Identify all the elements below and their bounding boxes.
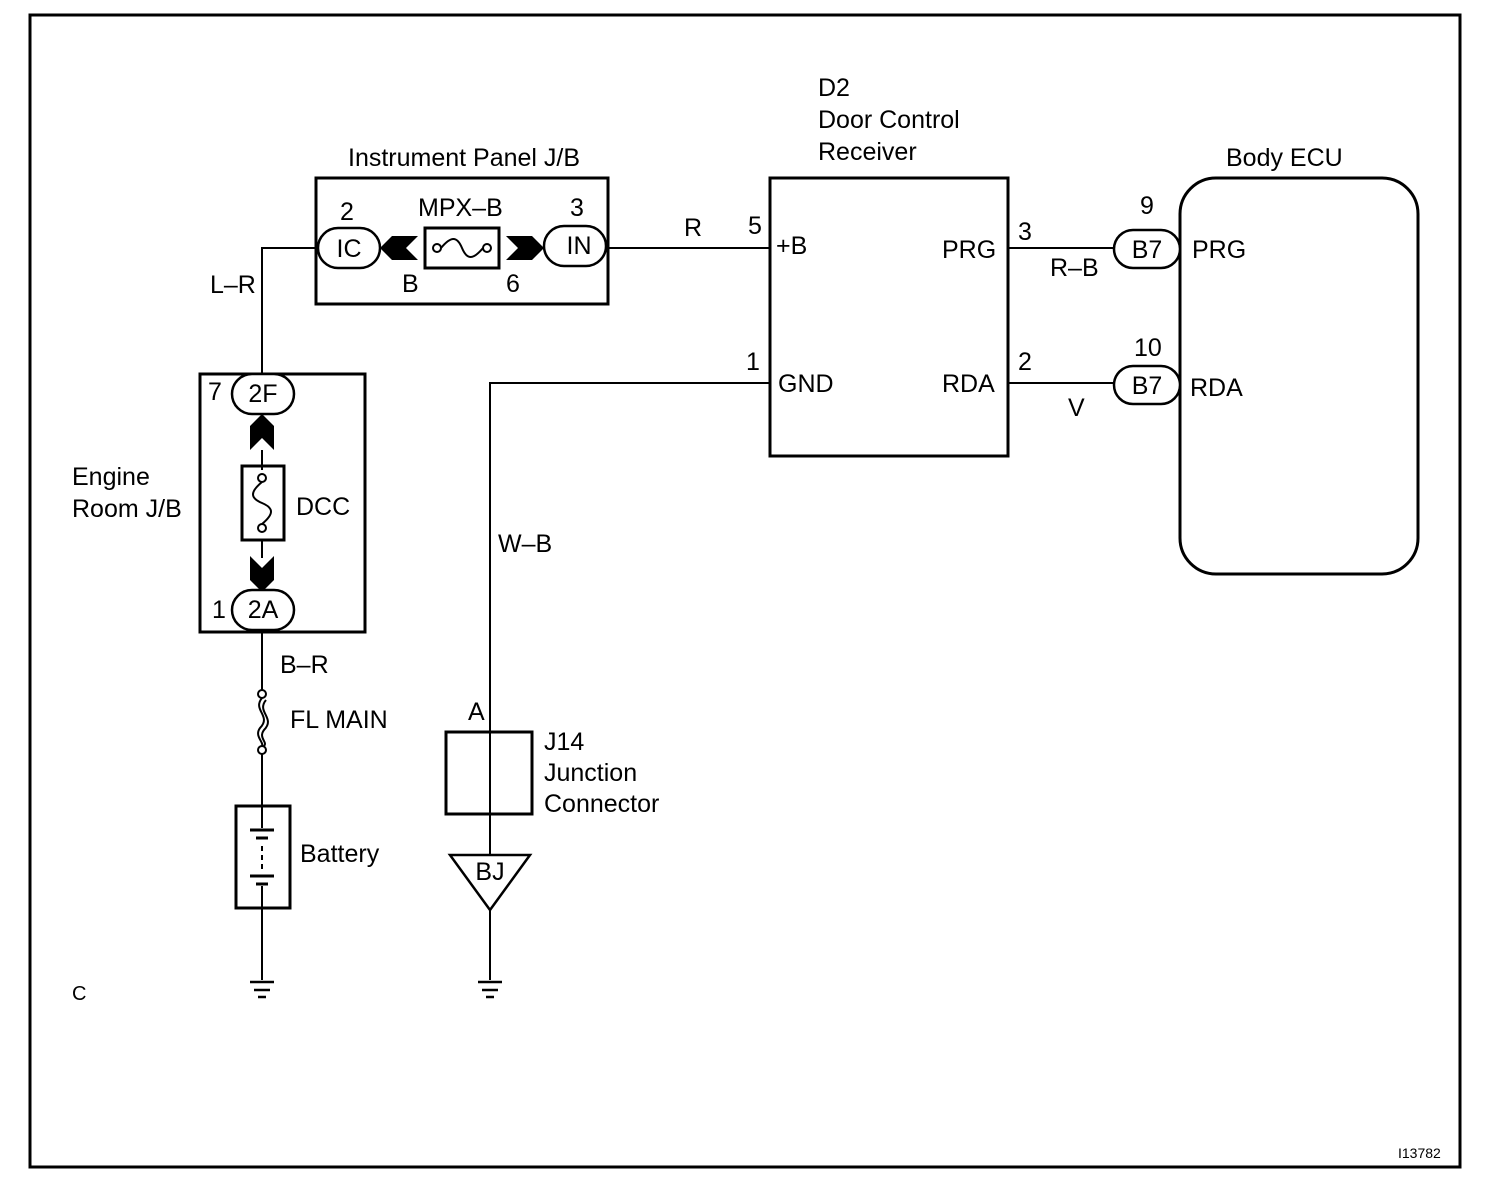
dcr-pin-5: 5 bbox=[748, 212, 762, 240]
connector-2f bbox=[230, 372, 296, 416]
body-ecu: Body ECU 9 B7 PRG 10 B7 RDA bbox=[1112, 144, 1420, 576]
figure-id: I13782 bbox=[1398, 1145, 1441, 1161]
connector-2f-label: 2F bbox=[248, 380, 277, 408]
connector-b7-prg-label: B7 bbox=[1132, 236, 1163, 264]
wire-label-r-b: R–B bbox=[1050, 254, 1099, 282]
door-control-receiver: D2 Door Control Receiver 5 +B 1 GND 3 PR… bbox=[746, 74, 1032, 458]
wire-label-w-b: W–B bbox=[498, 530, 552, 558]
fl-main-fusible-link: FL MAIN bbox=[257, 689, 388, 755]
wire-w-b bbox=[489, 382, 770, 855]
junction-connector-label-2: Junction bbox=[544, 759, 637, 787]
erjb-top-terminal bbox=[250, 414, 274, 450]
connector-2a-label: 2A bbox=[248, 596, 279, 624]
dcr-term-gnd: GND bbox=[778, 370, 834, 398]
ground-symbol-battery bbox=[250, 980, 274, 999]
ipjb-label-b: B bbox=[402, 270, 419, 298]
ground-symbol-bj bbox=[478, 980, 502, 999]
mpx-b-fuse-box bbox=[423, 226, 501, 270]
dcr-term-plus-b: +B bbox=[776, 232, 807, 260]
dcr-term-prg: PRG bbox=[942, 236, 996, 264]
connector-b7-rda bbox=[1112, 364, 1182, 406]
body-ecu-title: Body ECU bbox=[1226, 144, 1343, 172]
wire-l-r bbox=[261, 247, 318, 376]
fl-main-label: FL MAIN bbox=[290, 706, 388, 734]
engine-room-jb-title-1: Engine bbox=[72, 463, 150, 491]
ipjb-right-terminal bbox=[506, 236, 544, 260]
wire-label-b-r: B–R bbox=[280, 651, 329, 679]
corner-label: C bbox=[72, 983, 86, 1005]
dcr-term-rda: RDA bbox=[942, 370, 995, 398]
instrument-panel-jb-title: Instrument Panel J/B bbox=[348, 144, 580, 172]
fl-main-contact-bottom bbox=[257, 745, 267, 755]
wire-label-l-r: L–R bbox=[210, 271, 256, 299]
erjb-pin-1: 1 bbox=[212, 596, 226, 624]
dcr-pin-3: 3 bbox=[1018, 218, 1032, 246]
fl-main-contact-top bbox=[257, 689, 267, 699]
ground-point-bj-triangle bbox=[447, 853, 533, 913]
ecu-term-prg: PRG bbox=[1192, 236, 1246, 264]
door-control-receiver-code: D2 bbox=[818, 74, 850, 102]
mpx-b-fuse-element bbox=[440, 238, 484, 258]
connector-ic-label: IC bbox=[337, 235, 362, 263]
diagram-frame bbox=[28, 13, 1462, 1169]
wire-label-r: R bbox=[684, 214, 702, 242]
wire-label-v: V bbox=[1068, 394, 1085, 422]
fl-main-element-2 bbox=[261, 699, 269, 747]
engine-room-jb-box bbox=[198, 372, 367, 634]
connector-b7-rda-label: B7 bbox=[1132, 372, 1163, 400]
j14-pin-a: A bbox=[468, 698, 485, 726]
ground-point-bj: BJ bbox=[447, 853, 533, 913]
junction-connector-j14: A J14 Junction Connector bbox=[444, 698, 659, 818]
dcr-pin-2: 2 bbox=[1018, 348, 1032, 376]
connector-in bbox=[542, 224, 608, 268]
ipjb-left-terminal bbox=[380, 236, 418, 260]
battery: Battery bbox=[234, 804, 380, 910]
dcc-fuse-contact-bottom bbox=[257, 523, 267, 533]
ipjb-pin-2: 2 bbox=[340, 198, 354, 226]
battery-label: Battery bbox=[300, 840, 380, 868]
instrument-panel-jb-box bbox=[314, 176, 610, 306]
mpx-b-fuse-label: MPX–B bbox=[418, 194, 503, 222]
ecu-pin-10: 10 bbox=[1134, 334, 1162, 362]
mpx-b-fuse-contact-right bbox=[482, 243, 492, 253]
ecu-pin-9: 9 bbox=[1140, 192, 1154, 220]
junction-connector-box bbox=[444, 730, 534, 816]
engine-room-jb: Engine Room J/B 7 2F DCC 1 2A bbox=[72, 372, 367, 634]
instrument-panel-jb: Instrument Panel J/B 2 IC MPX–B 3 IN B 6 bbox=[314, 144, 610, 306]
door-control-receiver-title-2: Receiver bbox=[818, 138, 917, 166]
connector-b7-prg bbox=[1112, 228, 1182, 270]
body-ecu-box bbox=[1178, 176, 1420, 576]
engine-room-jb-title-2: Room J/B bbox=[72, 495, 182, 523]
junction-connector-label-3: Connector bbox=[544, 790, 659, 818]
ipjb-label-6: 6 bbox=[506, 270, 520, 298]
ecu-term-rda: RDA bbox=[1190, 374, 1243, 402]
dcc-fuse-label: DCC bbox=[296, 493, 350, 521]
door-control-receiver-box bbox=[768, 176, 1010, 458]
junction-connector-label-1: J14 bbox=[544, 728, 584, 756]
fl-main-element-1 bbox=[257, 697, 265, 747]
dcr-pin-1: 1 bbox=[746, 348, 760, 376]
ground-point-bj-label: BJ bbox=[475, 858, 504, 886]
dcc-fuse-element bbox=[252, 481, 272, 525]
mpx-b-fuse-contact-left bbox=[432, 243, 442, 253]
door-control-receiver-title-1: Door Control bbox=[818, 106, 960, 134]
dcc-fuse-contact-top bbox=[257, 473, 267, 483]
erjb-bottom-terminal bbox=[250, 556, 274, 592]
ipjb-pin-3: 3 bbox=[570, 194, 584, 222]
erjb-pin-7: 7 bbox=[208, 378, 222, 406]
connector-in-label: IN bbox=[567, 232, 592, 260]
